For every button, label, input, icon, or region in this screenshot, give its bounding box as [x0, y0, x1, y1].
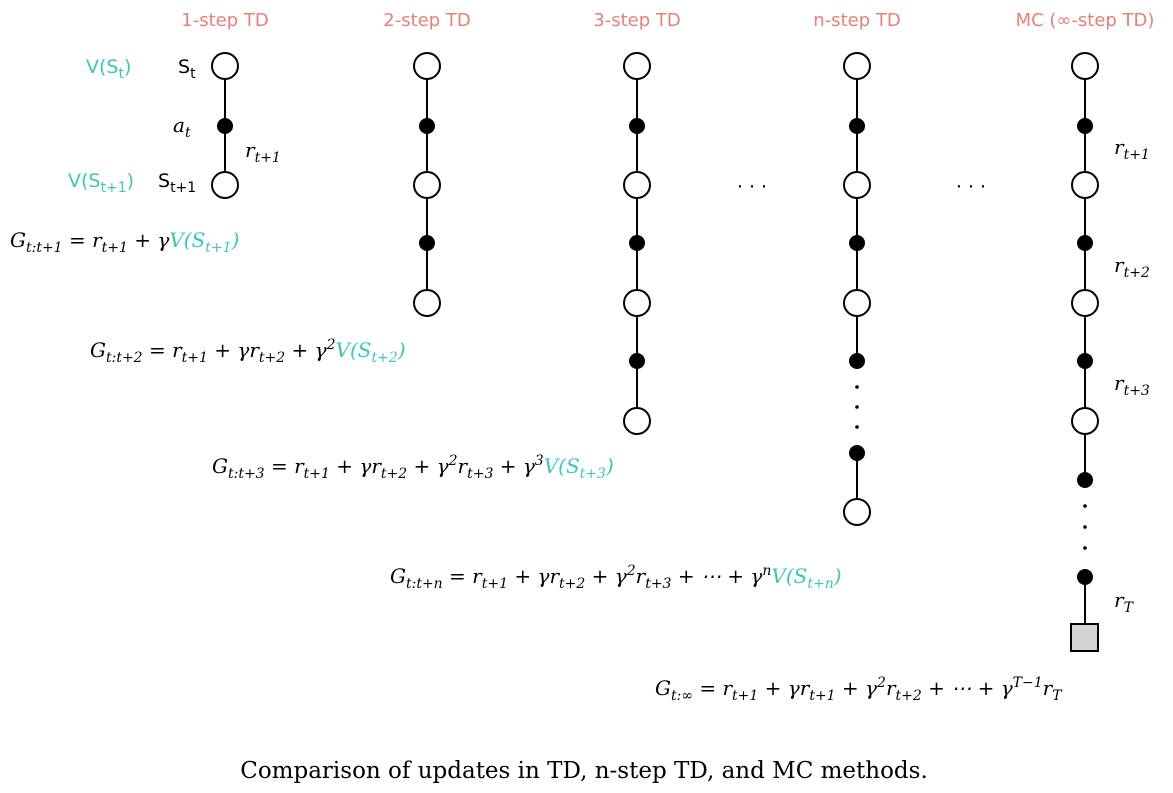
state-node [1071, 407, 1099, 435]
equation-ginf: Gt:∞ = rt+1 + γrt+1 + γ2rt+2 + ⋯ + γT−1r… [655, 675, 1063, 704]
action-node [1077, 353, 1093, 369]
state-node [413, 52, 441, 80]
state-node [623, 171, 651, 199]
state-node [1071, 52, 1099, 80]
label-a-t: at [173, 113, 191, 141]
state-node [413, 289, 441, 317]
vertical-ellipsis-dot [1083, 546, 1087, 550]
action-node [419, 235, 435, 251]
chain-mc [1070, 52, 1099, 652]
terminal-state [1070, 623, 1099, 652]
horizontal-ellipsis: · · · [956, 176, 986, 198]
horizontal-ellipsis: · · · [737, 176, 767, 198]
action-node [1077, 118, 1093, 134]
vertical-ellipsis-dot [1083, 504, 1087, 508]
label-s-t1: St+1 [158, 170, 196, 196]
equation-gn: Gt:t+n = rt+1 + γrt+2 + γ2rt+3 + ⋯ + γnV… [390, 563, 842, 592]
state-node [211, 171, 239, 199]
vertical-ellipsis-dot [855, 385, 859, 389]
chain-2-step [413, 52, 441, 317]
mc-reward-label: rt+1 [1114, 135, 1150, 163]
state-node [623, 52, 651, 80]
state-node [211, 52, 239, 80]
state-node [413, 171, 441, 199]
label-r-t1: rt+1 [245, 138, 281, 166]
state-node [1071, 289, 1099, 317]
state-node [623, 407, 651, 435]
mc-reward-label: rT [1114, 588, 1135, 616]
state-node [843, 171, 871, 199]
label-v-st: V(St) [86, 56, 131, 82]
vertical-ellipsis-dot [855, 405, 859, 409]
action-node [849, 445, 865, 461]
vertical-ellipsis-dot [1083, 525, 1087, 529]
action-node [849, 118, 865, 134]
chain-n-step [843, 52, 871, 526]
mc-reward-label: rt+2 [1114, 253, 1150, 281]
column-title-1-step: 1-step TD [181, 10, 268, 31]
action-node [1077, 235, 1093, 251]
action-node [849, 235, 865, 251]
vertical-ellipsis-dot [855, 425, 859, 429]
mc-reward-label: rt+3 [1114, 371, 1150, 399]
label-v-st1: V(St+1) [68, 170, 134, 196]
state-node [843, 498, 871, 526]
column-title-mc: MC (∞-step TD) [1016, 10, 1155, 31]
action-node [217, 118, 233, 134]
action-node [1077, 472, 1093, 488]
action-node [629, 235, 645, 251]
action-node [629, 353, 645, 369]
column-title-n-step: n-step TD [813, 10, 900, 31]
column-title-3-step: 3-step TD [593, 10, 680, 31]
action-node [419, 118, 435, 134]
figure-caption: Comparison of updates in TD, n-step TD, … [240, 758, 928, 784]
state-node [843, 52, 871, 80]
state-node [623, 289, 651, 317]
equation-g1: Gt:t+1 = rt+1 + γV(St+1) [10, 228, 239, 256]
column-title-2-step: 2-step TD [383, 10, 470, 31]
chain-1-step [211, 52, 239, 199]
state-node [843, 289, 871, 317]
state-node [1071, 171, 1099, 199]
action-node [1077, 569, 1093, 585]
equation-g2: Gt:t+2 = rt+1 + γrt+2 + γ2V(St+2) [90, 337, 406, 366]
action-node [629, 118, 645, 134]
equation-g3: Gt:t+3 = rt+1 + γrt+2 + γ2rt+3 + γ3V(St+… [212, 453, 614, 482]
action-node [849, 353, 865, 369]
chain-3-step [623, 52, 651, 435]
label-s-t: St [178, 56, 196, 82]
